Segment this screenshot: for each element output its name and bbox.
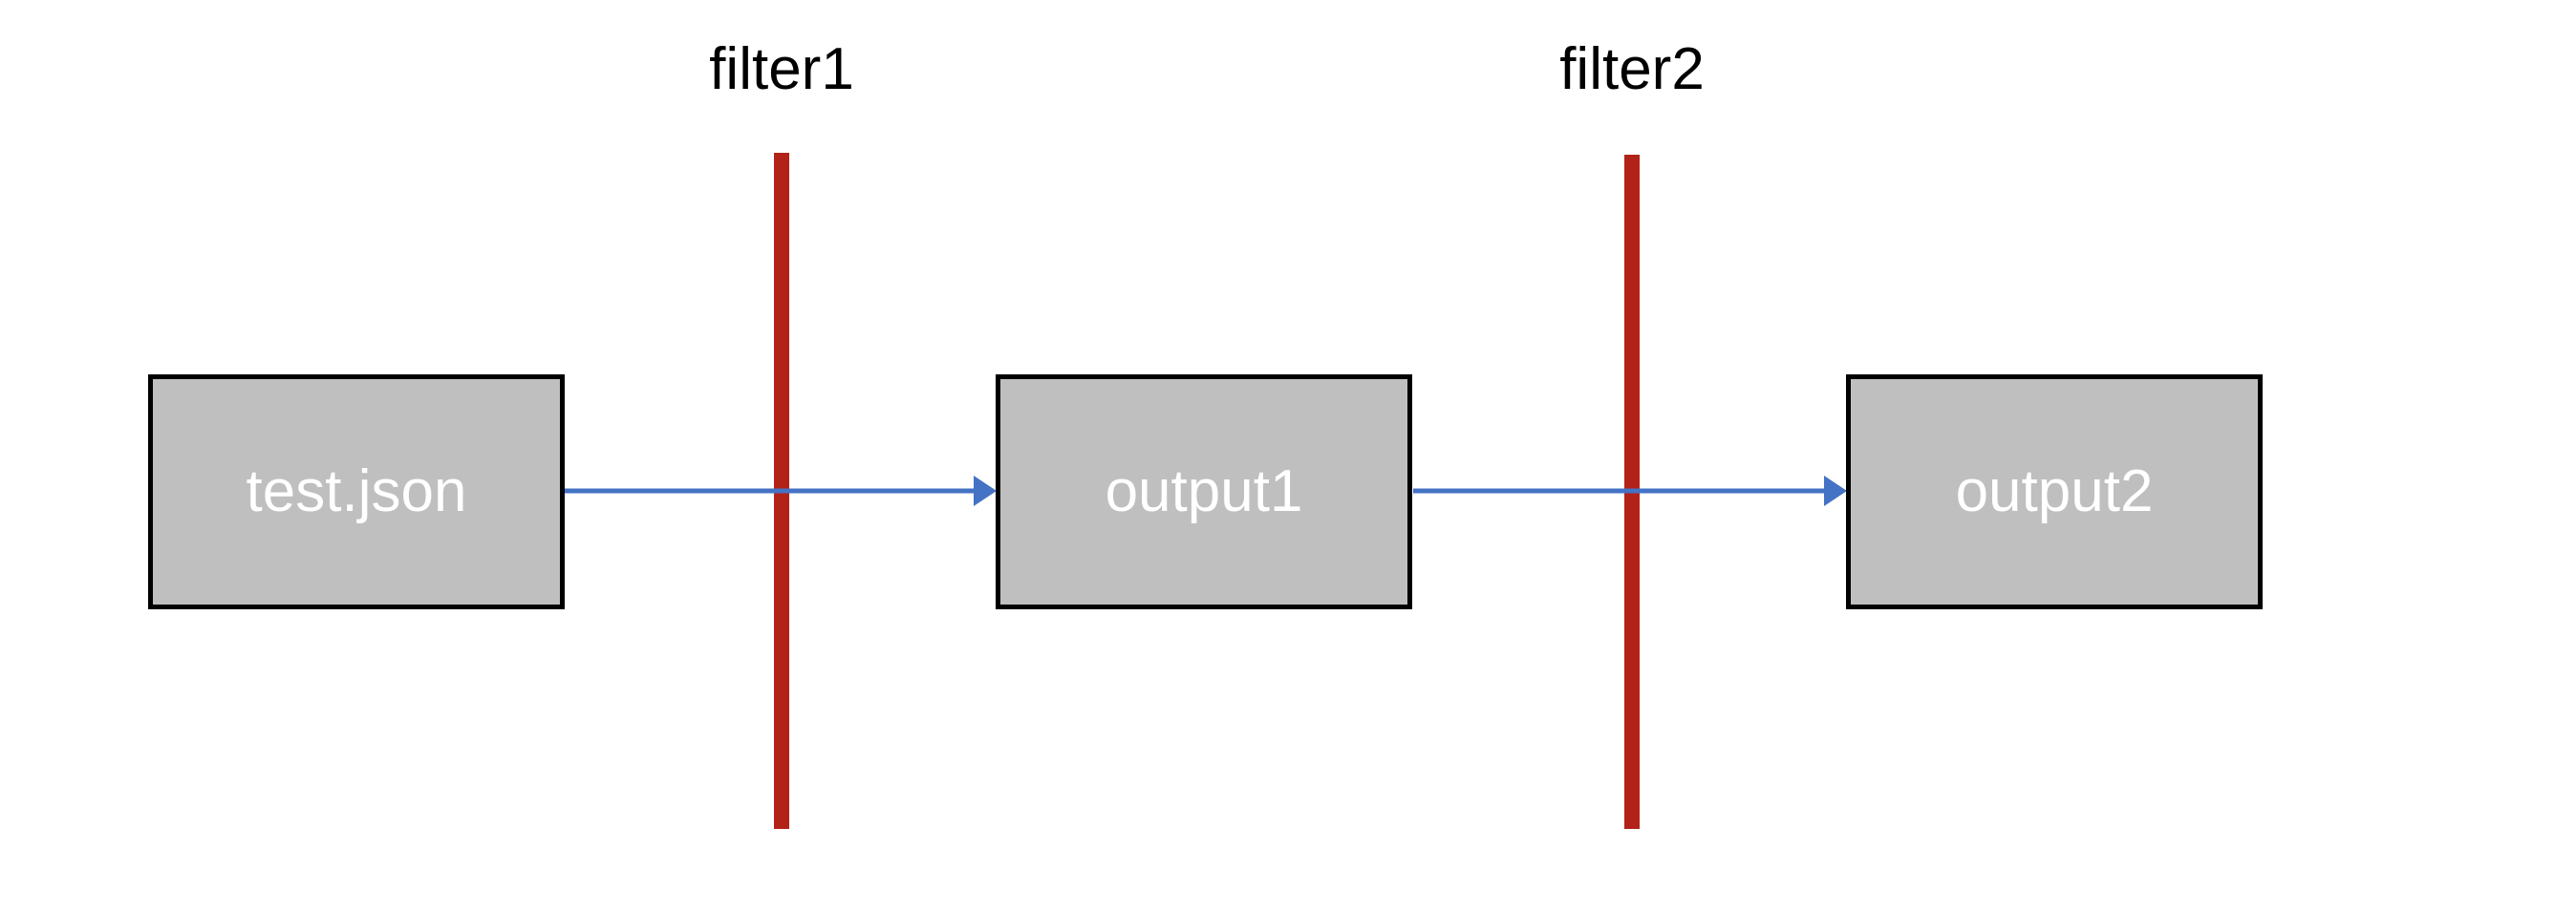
filter-label-filter1: filter1 <box>709 36 854 102</box>
node-output1[interactable]: output1 <box>996 374 1412 609</box>
node-label-test-json: test.json <box>246 458 467 524</box>
arrow-test-json-to-output1 <box>565 472 997 510</box>
arrow-glyph-icon <box>565 476 997 506</box>
arrow-glyph-icon <box>1413 476 1847 506</box>
node-label-output2: output2 <box>1955 458 2154 524</box>
arrow-output1-to-output2 <box>1413 472 1847 510</box>
node-output2[interactable]: output2 <box>1846 374 2263 609</box>
node-label-output1: output1 <box>1105 458 1303 524</box>
filter-label-filter2: filter2 <box>1559 36 1705 102</box>
node-test-json[interactable]: test.json <box>148 374 565 609</box>
